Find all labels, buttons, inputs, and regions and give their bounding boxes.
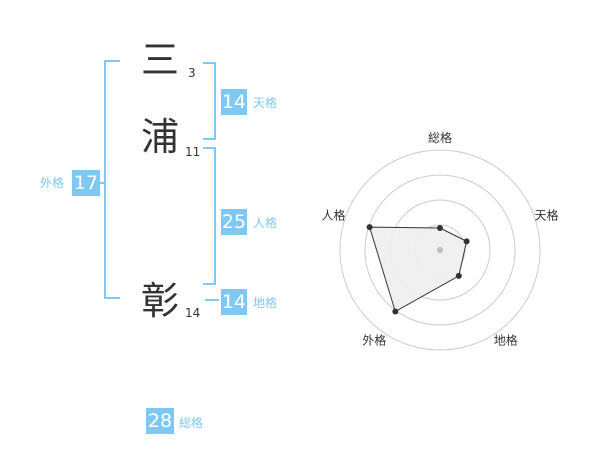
name-char-1: 三 [141, 38, 180, 82]
jinkaku-label: 人格 [253, 216, 278, 230]
radar-point-1 [463, 238, 470, 245]
radar-axis-label-4: 人格 [321, 207, 345, 222]
tenkaku-label: 天格 [253, 96, 278, 110]
radar-axis-label-3: 外格 [362, 333, 386, 348]
gaikaku-value: 17 [72, 170, 100, 196]
soukaku-value: 28 [146, 408, 174, 434]
stroke-count-2: 11 [185, 145, 201, 159]
radar-ring-3 [364, 174, 516, 326]
gaikaku-bracket [104, 60, 120, 299]
jinkaku-value: 25 [221, 209, 247, 235]
radar-axis-label-0: 総格 [428, 130, 452, 145]
radar-point-0 [437, 225, 443, 231]
gaikaku-label: 外格 [40, 176, 65, 190]
radar-center [437, 247, 443, 253]
radar-point-4 [366, 224, 373, 231]
chikaku-connector [205, 299, 219, 301]
name-char-2: 浦 [141, 115, 180, 159]
radar-point-2 [455, 272, 462, 279]
chikaku-label: 地格 [253, 296, 278, 310]
radar-point-3 [392, 308, 399, 315]
gaikaku-connector [97, 182, 105, 184]
tenkaku-value: 14 [221, 89, 247, 115]
chikaku-value: 14 [221, 289, 247, 315]
stroke-count-1: 3 [188, 66, 196, 80]
radar-axis-label-2: 地格 [494, 333, 518, 348]
soukaku-label: 総格 [179, 416, 204, 430]
stroke-count-3: 14 [185, 306, 201, 320]
name-char-3: 彰 [141, 279, 180, 323]
radar-axis-label-1: 天格 [534, 207, 558, 222]
jinkaku-bracket [203, 147, 216, 285]
tenkaku-bracket [203, 62, 216, 140]
radar-ring-4 [339, 149, 541, 351]
